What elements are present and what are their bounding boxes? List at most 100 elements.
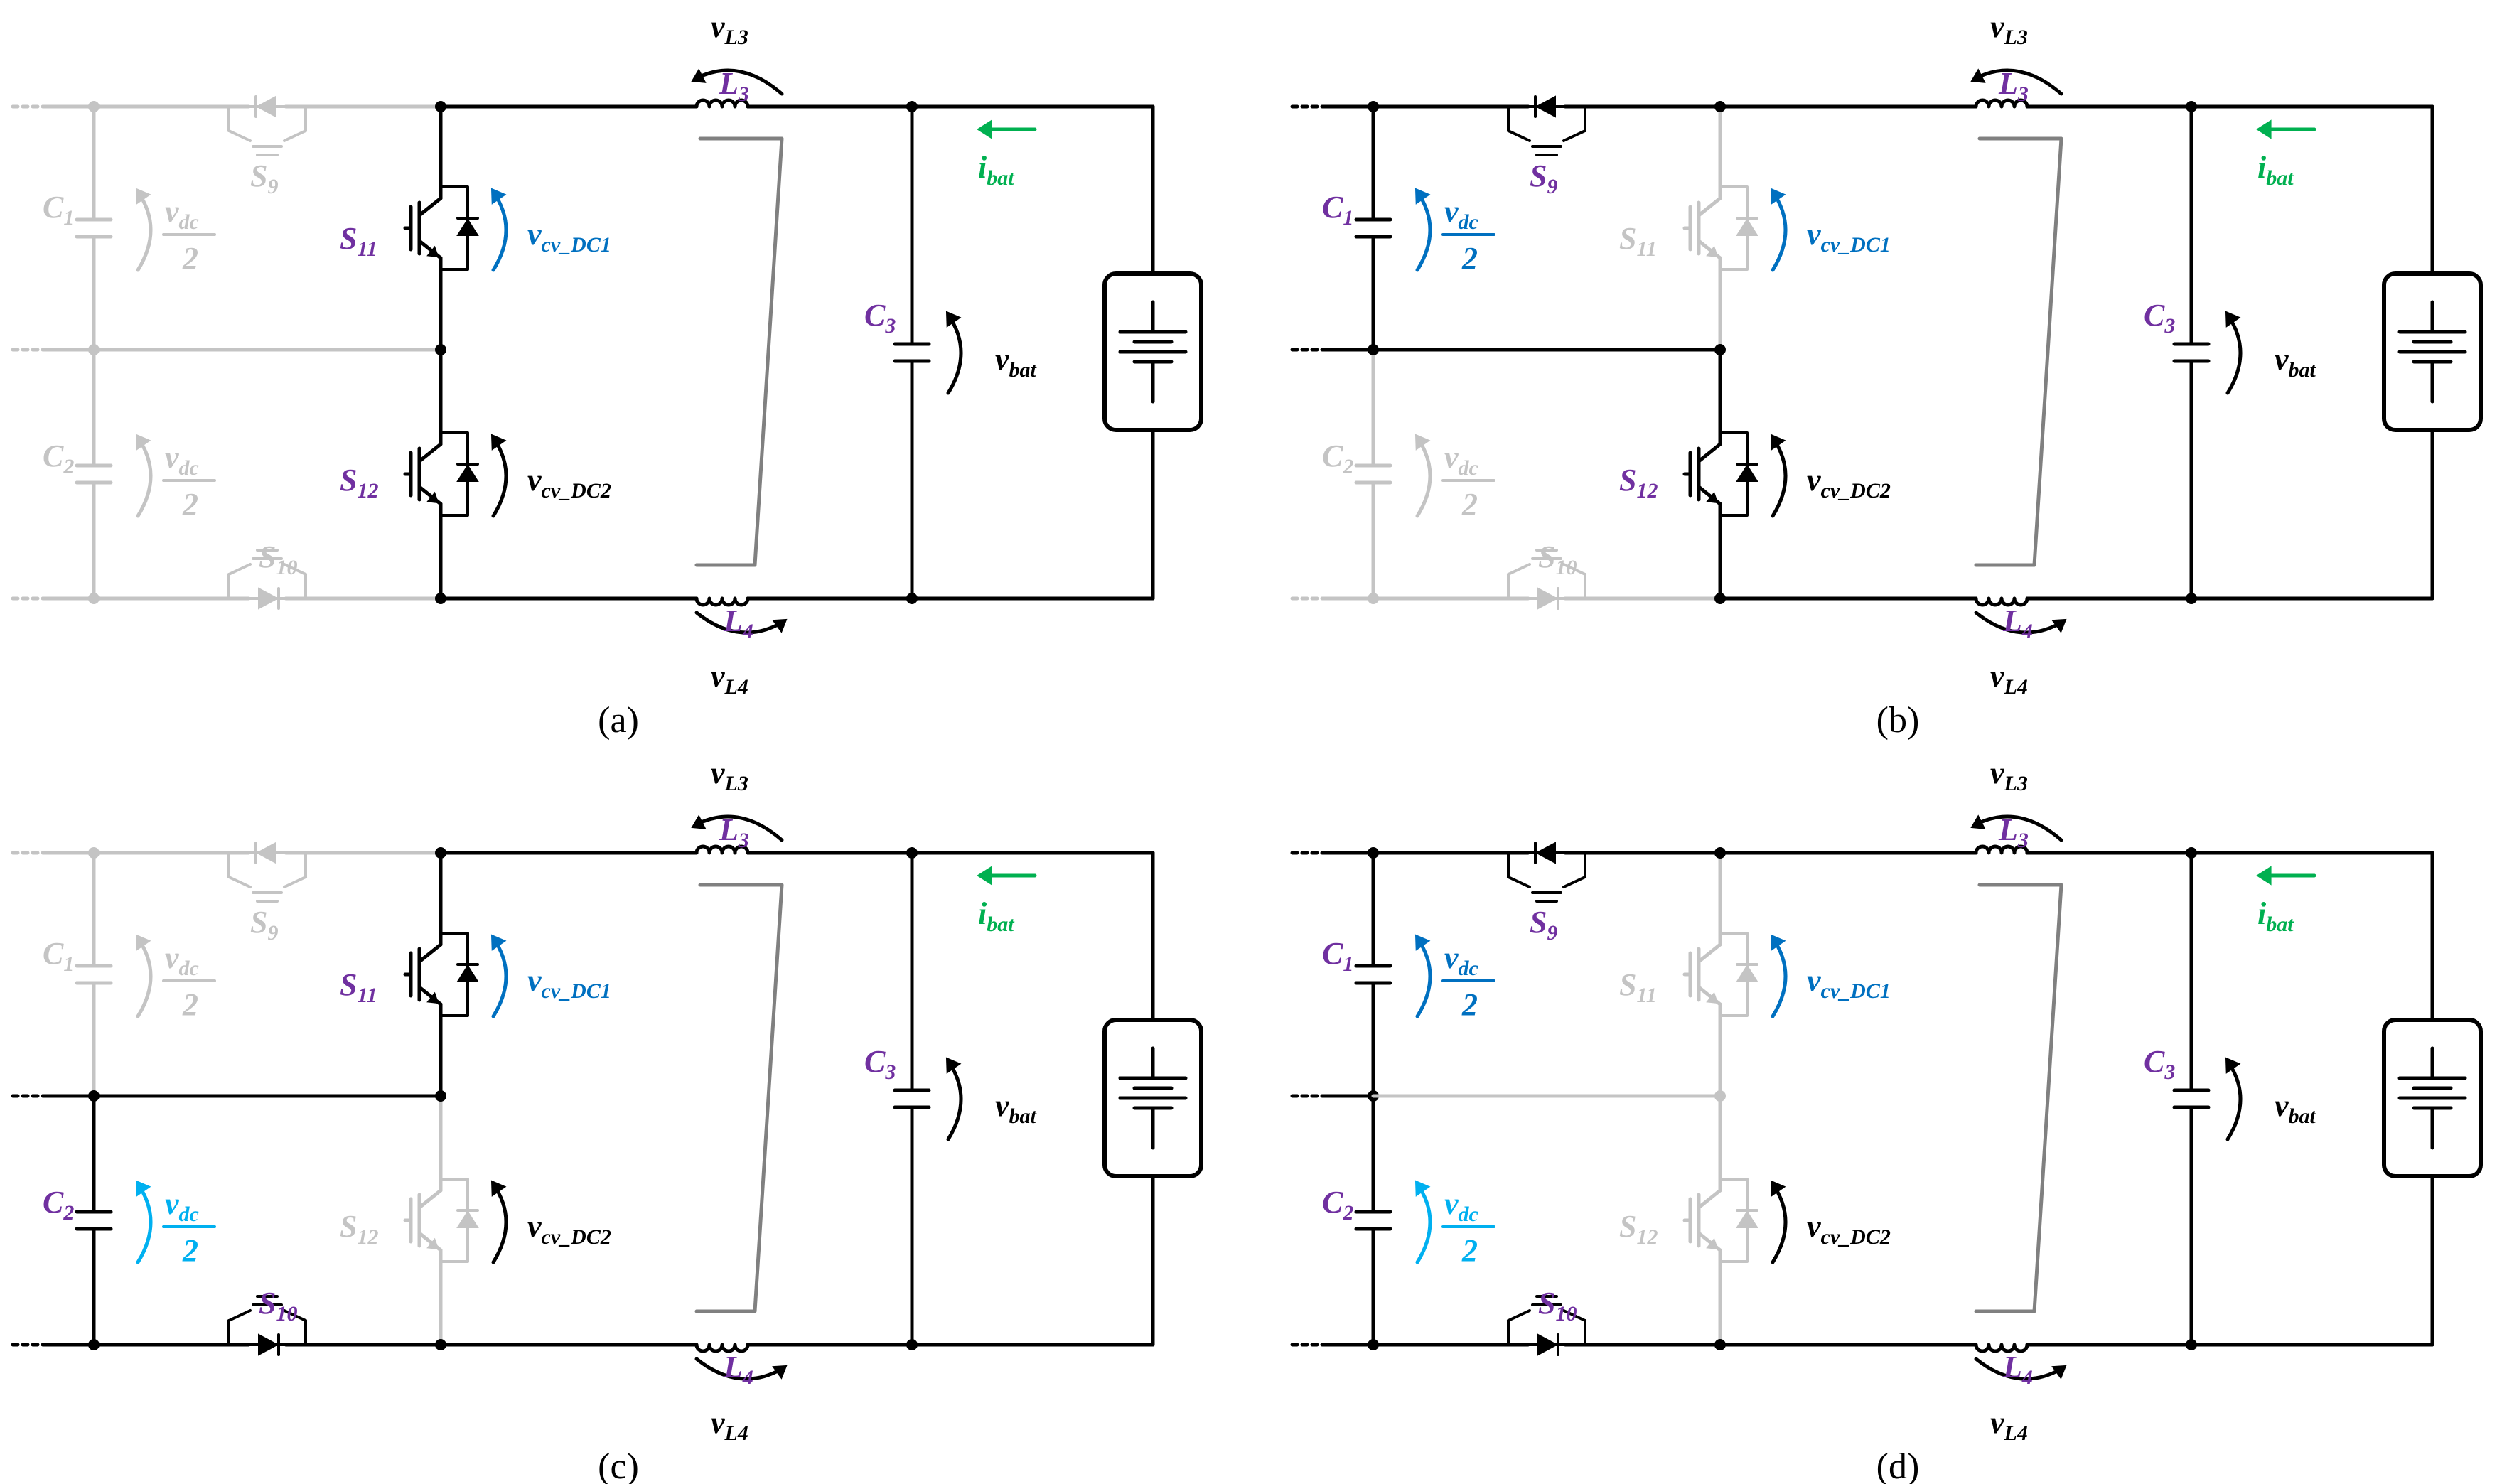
vl3-label: vL3	[711, 9, 748, 49]
c3-label: C3	[864, 1044, 896, 1084]
arrow-head	[2051, 1365, 2067, 1380]
vbat-arrow	[946, 1059, 963, 1141]
s12-label: S12	[1619, 463, 1658, 502]
vdc1-denominator: 2	[1461, 987, 1478, 1022]
vdc2-denominator: 2	[182, 487, 198, 522]
panel-caption: (a)	[598, 700, 639, 741]
vcv1-label: vcv_DC1	[527, 217, 611, 257]
c2-label: C2	[1322, 1185, 1353, 1225]
junction-dot	[906, 1339, 918, 1350]
arrow-head	[490, 434, 507, 451]
junction-dot	[1714, 344, 1726, 355]
magnetic-coupling	[694, 136, 784, 567]
s10-label: S10	[1538, 539, 1577, 579]
ibat-label: ibat	[978, 150, 1015, 190]
ibat-label: ibat	[978, 896, 1015, 936]
vl3-arrow	[1974, 68, 2063, 96]
vdc1-numerator: vdc	[1444, 194, 1478, 234]
arrow-head	[1414, 434, 1431, 451]
l3-label: L3	[719, 66, 749, 106]
l4-label: L4	[723, 603, 753, 643]
arrow-head	[772, 618, 788, 633]
arrow-head	[135, 188, 151, 205]
arrow-head	[772, 1365, 788, 1380]
arrow-head	[426, 991, 439, 1004]
vcv2-label: vcv_DC2	[527, 1209, 611, 1249]
vl3-arrow	[694, 814, 784, 842]
junction-dot	[2186, 101, 2197, 112]
vcv2-label: vcv_DC2	[1807, 1209, 1891, 1249]
vbat-arrow	[2225, 1059, 2243, 1141]
vbat-arrow	[946, 313, 963, 395]
s10-label: S10	[1538, 1286, 1577, 1326]
vdc2-denominator: 2	[182, 1233, 198, 1268]
arrow-head	[977, 866, 992, 886]
vl4-label: vL4	[1990, 659, 2028, 699]
vl4-label: vL4	[1990, 1405, 2028, 1445]
vcv1-label: vcv_DC1	[527, 963, 611, 1003]
vl4-arrow	[694, 611, 784, 635]
arrow-head	[2256, 866, 2272, 886]
vdc2-arrow	[1415, 436, 1432, 518]
arrow-head	[426, 491, 439, 504]
arrow-head	[2225, 1057, 2241, 1074]
s9-label: S9	[250, 158, 278, 198]
c3-label: C3	[2144, 298, 2175, 338]
circuit-panel-c: vL3L3L4vL4ibatC3vbatvcv_DC1vcv_DC2S11S12…	[11, 756, 1203, 1484]
switch-s12-diode	[456, 464, 479, 482]
vbat-label: vbat	[2275, 342, 2317, 382]
c3-label: C3	[2144, 1044, 2175, 1084]
vdc2-denominator: 2	[1461, 487, 1478, 522]
vcv1-arrow	[1771, 936, 1788, 1018]
ibat-label: ibat	[2257, 150, 2294, 190]
s10-label: S10	[259, 539, 297, 579]
c2-label: C2	[1322, 439, 1353, 478]
s11-label: S11	[340, 967, 377, 1007]
c1-label: C1	[43, 190, 74, 230]
c1-label: C1	[43, 936, 74, 976]
arrow-head	[1414, 1180, 1431, 1197]
inductor-l3	[1974, 844, 2029, 855]
vbat-label: vbat	[2275, 1088, 2317, 1128]
vdc2-numerator: vdc	[165, 440, 199, 480]
vdc2-denominator: 2	[1461, 1233, 1478, 1268]
vbat-label: vbat	[995, 1088, 1038, 1128]
inductor-l3	[1974, 98, 2029, 109]
s12-label: S12	[340, 1209, 378, 1249]
arrow-head	[2256, 119, 2272, 139]
vl3-label: vL3	[1990, 9, 2028, 49]
arrow-head	[426, 245, 439, 258]
vdc1-denominator: 2	[1461, 241, 1478, 276]
switch-s11-diode	[1736, 218, 1758, 236]
arrow-head	[2051, 618, 2067, 633]
vl4-label: vL4	[711, 659, 748, 699]
s9-label: S9	[1530, 905, 1557, 945]
arrow-head	[490, 1180, 507, 1197]
inductor-l4	[694, 596, 750, 607]
s11-label: S11	[340, 221, 377, 261]
arrow-head	[135, 934, 151, 951]
vcv1-label: vcv_DC1	[1807, 217, 1891, 257]
arrow-head	[1770, 934, 1786, 951]
arrow-head	[1706, 491, 1719, 504]
junction-dot	[435, 344, 446, 355]
arrow-head	[1970, 68, 1986, 83]
battery-icon	[1102, 271, 1203, 432]
vl3-label: vL3	[1990, 756, 2028, 795]
inductor-l3	[694, 844, 750, 855]
vdc2-arrow	[136, 436, 153, 518]
l4-label: L4	[2002, 1350, 2033, 1389]
arrow-head	[1706, 1237, 1719, 1250]
vdc2-arrow	[1415, 1182, 1432, 1264]
arrow-head	[490, 934, 507, 951]
arrow-head	[691, 68, 707, 83]
c2-label: C2	[43, 1185, 74, 1225]
vl3-arrow	[694, 68, 784, 96]
vcv1-arrow	[1771, 190, 1788, 272]
panel-caption: (c)	[598, 1446, 639, 1484]
arrow-head	[1770, 434, 1786, 451]
circuit-panel-d: vL3L3L4vL4ibatC3vbatvcv_DC1vcv_DC2S11S12…	[1290, 756, 2483, 1484]
vdc1-denominator: 2	[182, 241, 198, 276]
junction-dot	[906, 847, 918, 859]
